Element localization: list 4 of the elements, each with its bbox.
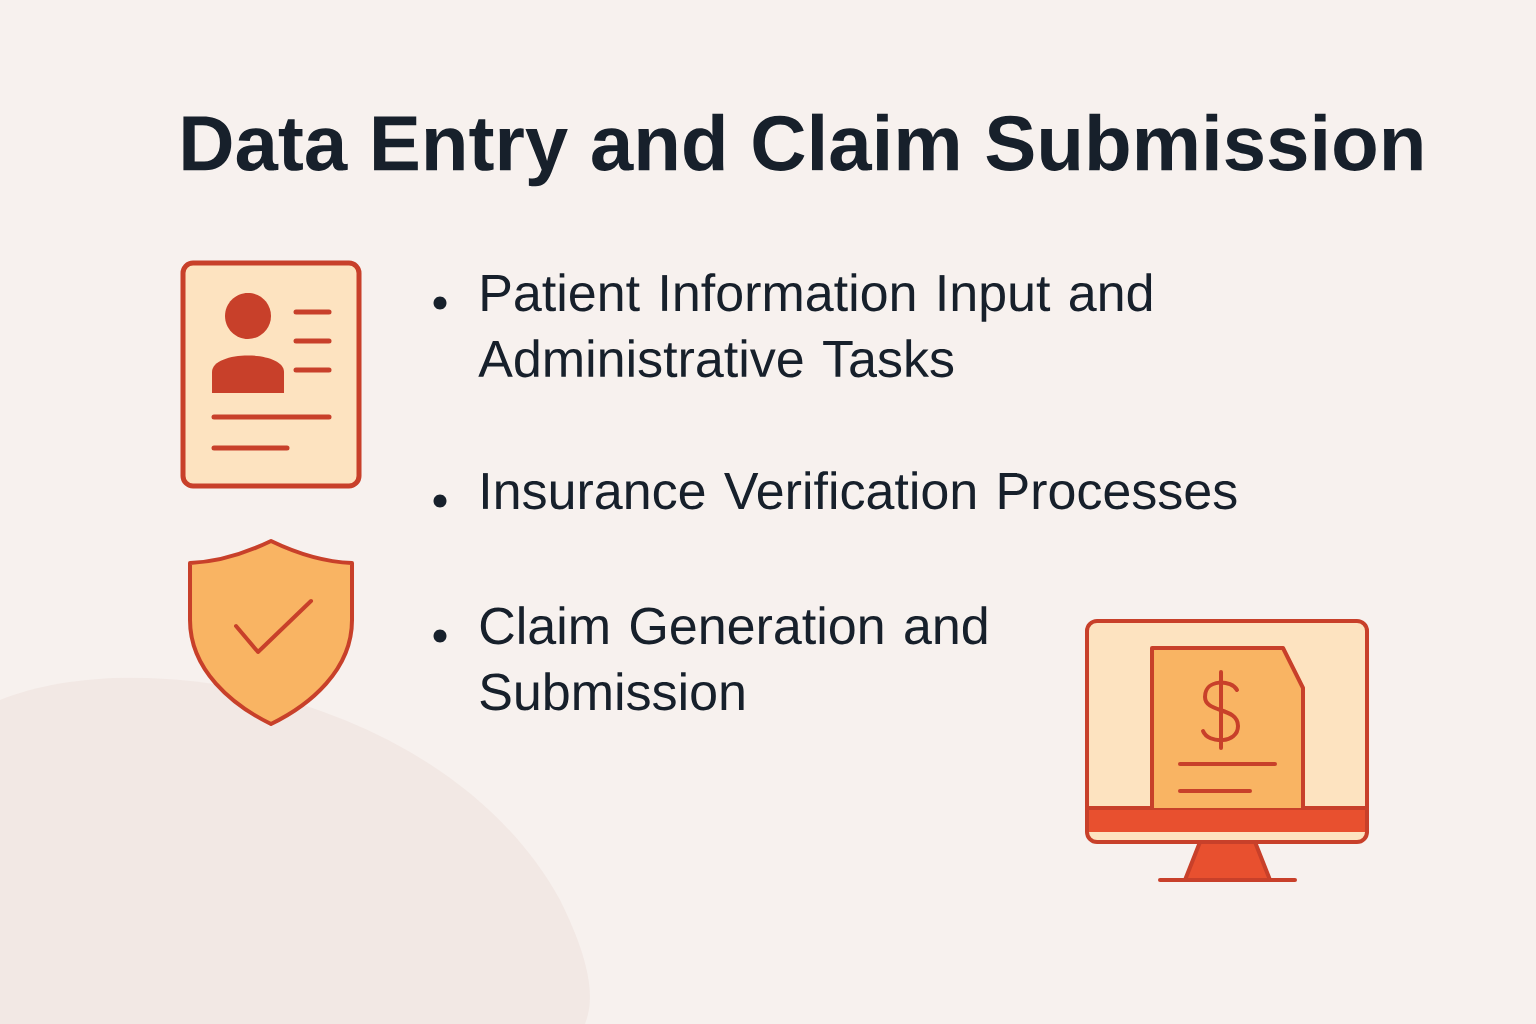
bullet-item: Insurance Verification Processes [483, 471, 1237, 510]
title: Data Entry and Claim Submission [183, 113, 1422, 187]
bullet-item: Patient Information Input and Administrative Tasks [478, 273, 1152, 378]
bullet-item: Claim Generation and Submission [480, 606, 987, 711]
